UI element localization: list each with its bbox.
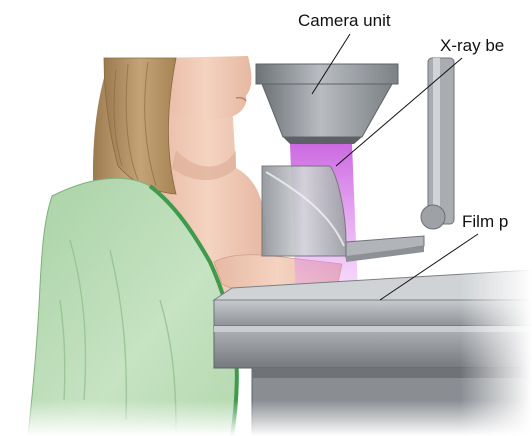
- support-arm: [421, 58, 454, 229]
- xray-beam-label: X-ray be: [440, 37, 504, 54]
- film-plate-label: Film p: [462, 213, 508, 230]
- camera-unit-housing: [256, 64, 398, 144]
- camera-unit-label: Camera unit: [298, 12, 391, 29]
- bottom-fade: [0, 400, 532, 436]
